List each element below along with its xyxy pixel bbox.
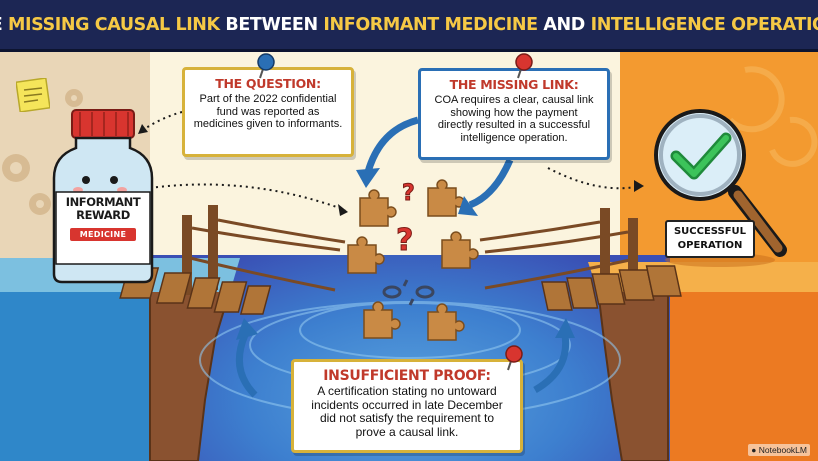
svg-text:?: ?: [396, 223, 413, 258]
pushpin-icon: [505, 345, 523, 371]
missing-link-line: directly resulted in a successful: [437, 119, 591, 131]
puzzle-piece: [427, 303, 465, 341]
question-line: fund was reported as: [216, 105, 320, 118]
question-line: Part of the 2022 confidential: [199, 93, 337, 105]
insufficient-proof-text: A certification stating no untoward inci…: [302, 384, 512, 439]
arrowhead-icon: [356, 168, 380, 188]
puzzle-piece: [347, 236, 385, 274]
missing-link-line: COA requires a clear, causal link: [434, 94, 594, 106]
credit-icon: ●: [751, 445, 759, 455]
question-text: Part of the 2022 confidential fund was r…: [193, 93, 343, 131]
page-title: THE MISSING CAUSAL LINK BETWEEN INFORMAN…: [0, 15, 818, 35]
arrowhead-icon: [236, 318, 258, 340]
arrowhead-icon: [138, 124, 148, 134]
puzzle-piece: [427, 179, 465, 217]
title-highlight: MISSING CAUSAL LINK: [8, 14, 220, 35]
notebooklm-credit: ● NotebookLM: [748, 444, 810, 456]
bottle-label-line2: REWARD: [76, 208, 130, 222]
title-bar: THE MISSING CAUSAL LINK BETWEEN INFORMAN…: [0, 0, 818, 52]
left-cliff: [149, 289, 232, 461]
missing-link-line: intelligence operation.: [460, 131, 568, 144]
broken-chain-icon: [382, 279, 435, 306]
title-highlight: INFORMANT MEDICINE: [323, 14, 538, 35]
sticky-note-icon: [16, 78, 50, 112]
success-line1: SUCCESSFUL: [673, 226, 747, 237]
question-line: medicines given to informants.: [193, 118, 343, 130]
insufficient-proof-line: incidents occurred in late December: [311, 397, 503, 412]
pushpin-icon: [515, 53, 533, 79]
puzzle-piece: [441, 231, 479, 269]
right-bridge: [479, 208, 682, 311]
missing-link-heading: THE MISSING LINK:: [449, 77, 579, 92]
success-line2: OPERATION: [677, 240, 743, 251]
title-highlight: INTELLIGENCE OPERATIONS: [590, 14, 818, 35]
refresh-arrows-icon: [727, 66, 818, 167]
arrowhead-icon: [634, 180, 644, 192]
insufficient-proof-line: prove a causal link.: [355, 424, 459, 439]
puzzle-pieces: [347, 179, 479, 341]
gear-icon: [2, 89, 83, 215]
missing-link-text: COA requires a clear, causal link showin…: [429, 94, 599, 144]
puzzle-piece: [363, 301, 401, 339]
credit-text: NotebookLM: [758, 445, 807, 455]
arrowhead-icon: [555, 318, 575, 338]
question-mark-icon: ? ?: [396, 181, 416, 259]
right-cliff: [596, 289, 669, 461]
missing-link-line: showing how the payment: [450, 106, 578, 119]
question-heading: THE QUESTION:: [215, 76, 321, 91]
bottle-label-line1: INFORMANT: [65, 195, 141, 209]
bottle-label: INFORMANT REWARD MEDICINE: [58, 196, 148, 241]
insufficient-proof-callout: INSUFFICIENT PROOF: A certification stat…: [291, 359, 523, 453]
svg-text:?: ?: [402, 181, 415, 206]
question-callout: THE QUESTION: Part of the 2022 confident…: [182, 67, 354, 157]
arrowhead-icon: [338, 204, 348, 216]
insufficient-proof-line: did not satisfy the requirement to: [319, 411, 495, 425]
bottle-label-sub: MEDICINE: [69, 228, 137, 241]
title-part: THE: [0, 15, 8, 35]
curved-arrow: [235, 116, 570, 398]
insufficient-proof-heading: INSUFFICIENT PROOF:: [323, 368, 491, 384]
puzzle-piece: [359, 189, 397, 227]
arrowhead-icon: [458, 196, 478, 216]
pushpin-icon: [257, 53, 275, 79]
title-part: AND: [537, 14, 591, 35]
missing-link-callout: THE MISSING LINK: COA requires a clear, …: [418, 68, 610, 160]
title-part: BETWEEN: [219, 14, 324, 35]
successful-operation-label: SUCCESSFUL OPERATION: [665, 220, 755, 258]
insufficient-proof-line: A certification stating no untoward: [317, 384, 497, 398]
